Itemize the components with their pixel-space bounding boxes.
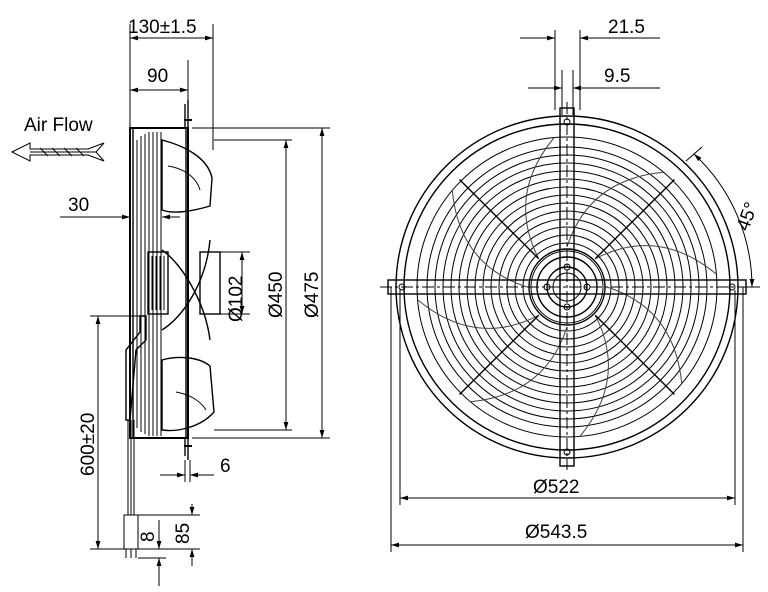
grill-diameter-label: Ø522 [533, 477, 579, 498]
fan-guard [380, 102, 752, 470]
motor-diameter-label: Ø102 [226, 276, 247, 322]
blade-edge [606, 286, 683, 384]
dimension-blade-diameter: Ø450 [214, 139, 292, 431]
dimension-grill-diameter: Ø522 [399, 290, 736, 505]
dimension-cable-strip: 8 [138, 520, 166, 586]
flange-diameter-label: Ø543.5 [525, 522, 587, 543]
depth-motor-label: 90 [147, 66, 168, 87]
dimension-flange-diameter: Ø543.5 [390, 287, 744, 552]
fan-housing [123, 100, 221, 558]
cable-strip-label: 8 [138, 531, 159, 542]
side-view: Air Flow [10, 17, 330, 586]
blade-edge [470, 326, 568, 403]
dimension-depth-motor: 90 [130, 60, 189, 100]
depth-total-label: 130±1.5 [128, 17, 197, 38]
diagonal-support-wire [594, 314, 675, 395]
dimension-cable-end: 85 [138, 504, 200, 566]
diagonal-support-wire [459, 179, 540, 260]
dimension-motor-diameter: Ø102 [220, 251, 250, 322]
angle-label: 45° [733, 200, 763, 234]
dimension-cable-length: 600±20 [78, 315, 140, 550]
dimension-housing-diameter: Ø475 [192, 127, 330, 439]
blade-edge [525, 137, 555, 259]
mounting-bolt [563, 303, 571, 311]
diagonal-support-wire [594, 179, 675, 260]
blade-diameter-label: Ø450 [266, 272, 287, 318]
rib-thickness-label: 9.5 [604, 66, 630, 87]
blade-edge [579, 315, 609, 437]
rib-width-label: 21.5 [608, 17, 645, 38]
airflow-arrow-icon [10, 142, 105, 162]
bracket-offset-label: 30 [68, 195, 89, 216]
cable-end-label: 85 [173, 523, 194, 544]
blade-edge [566, 171, 664, 248]
blade-edge [417, 299, 539, 329]
diagonal-support-wire [459, 314, 540, 395]
flange-thickness-label: 6 [220, 456, 231, 477]
dimension-bracket-offset: 30 [60, 195, 180, 226]
front-view: 21.5 9.5 45° Ø522 Ø54 [380, 17, 763, 552]
dimension-rib-width: 21.5 [520, 17, 660, 110]
dimension-flange-thickness: 6 [160, 456, 231, 482]
dimension-depth-total: 130±1.5 [128, 17, 214, 150]
cable-length-label: 600±20 [78, 413, 99, 476]
dimension-rib-thickness: 9.5 [528, 66, 660, 115]
blade-edge [451, 190, 528, 288]
housing-diameter-label: Ø475 [302, 272, 323, 318]
airflow-label: Air Flow [24, 115, 93, 136]
